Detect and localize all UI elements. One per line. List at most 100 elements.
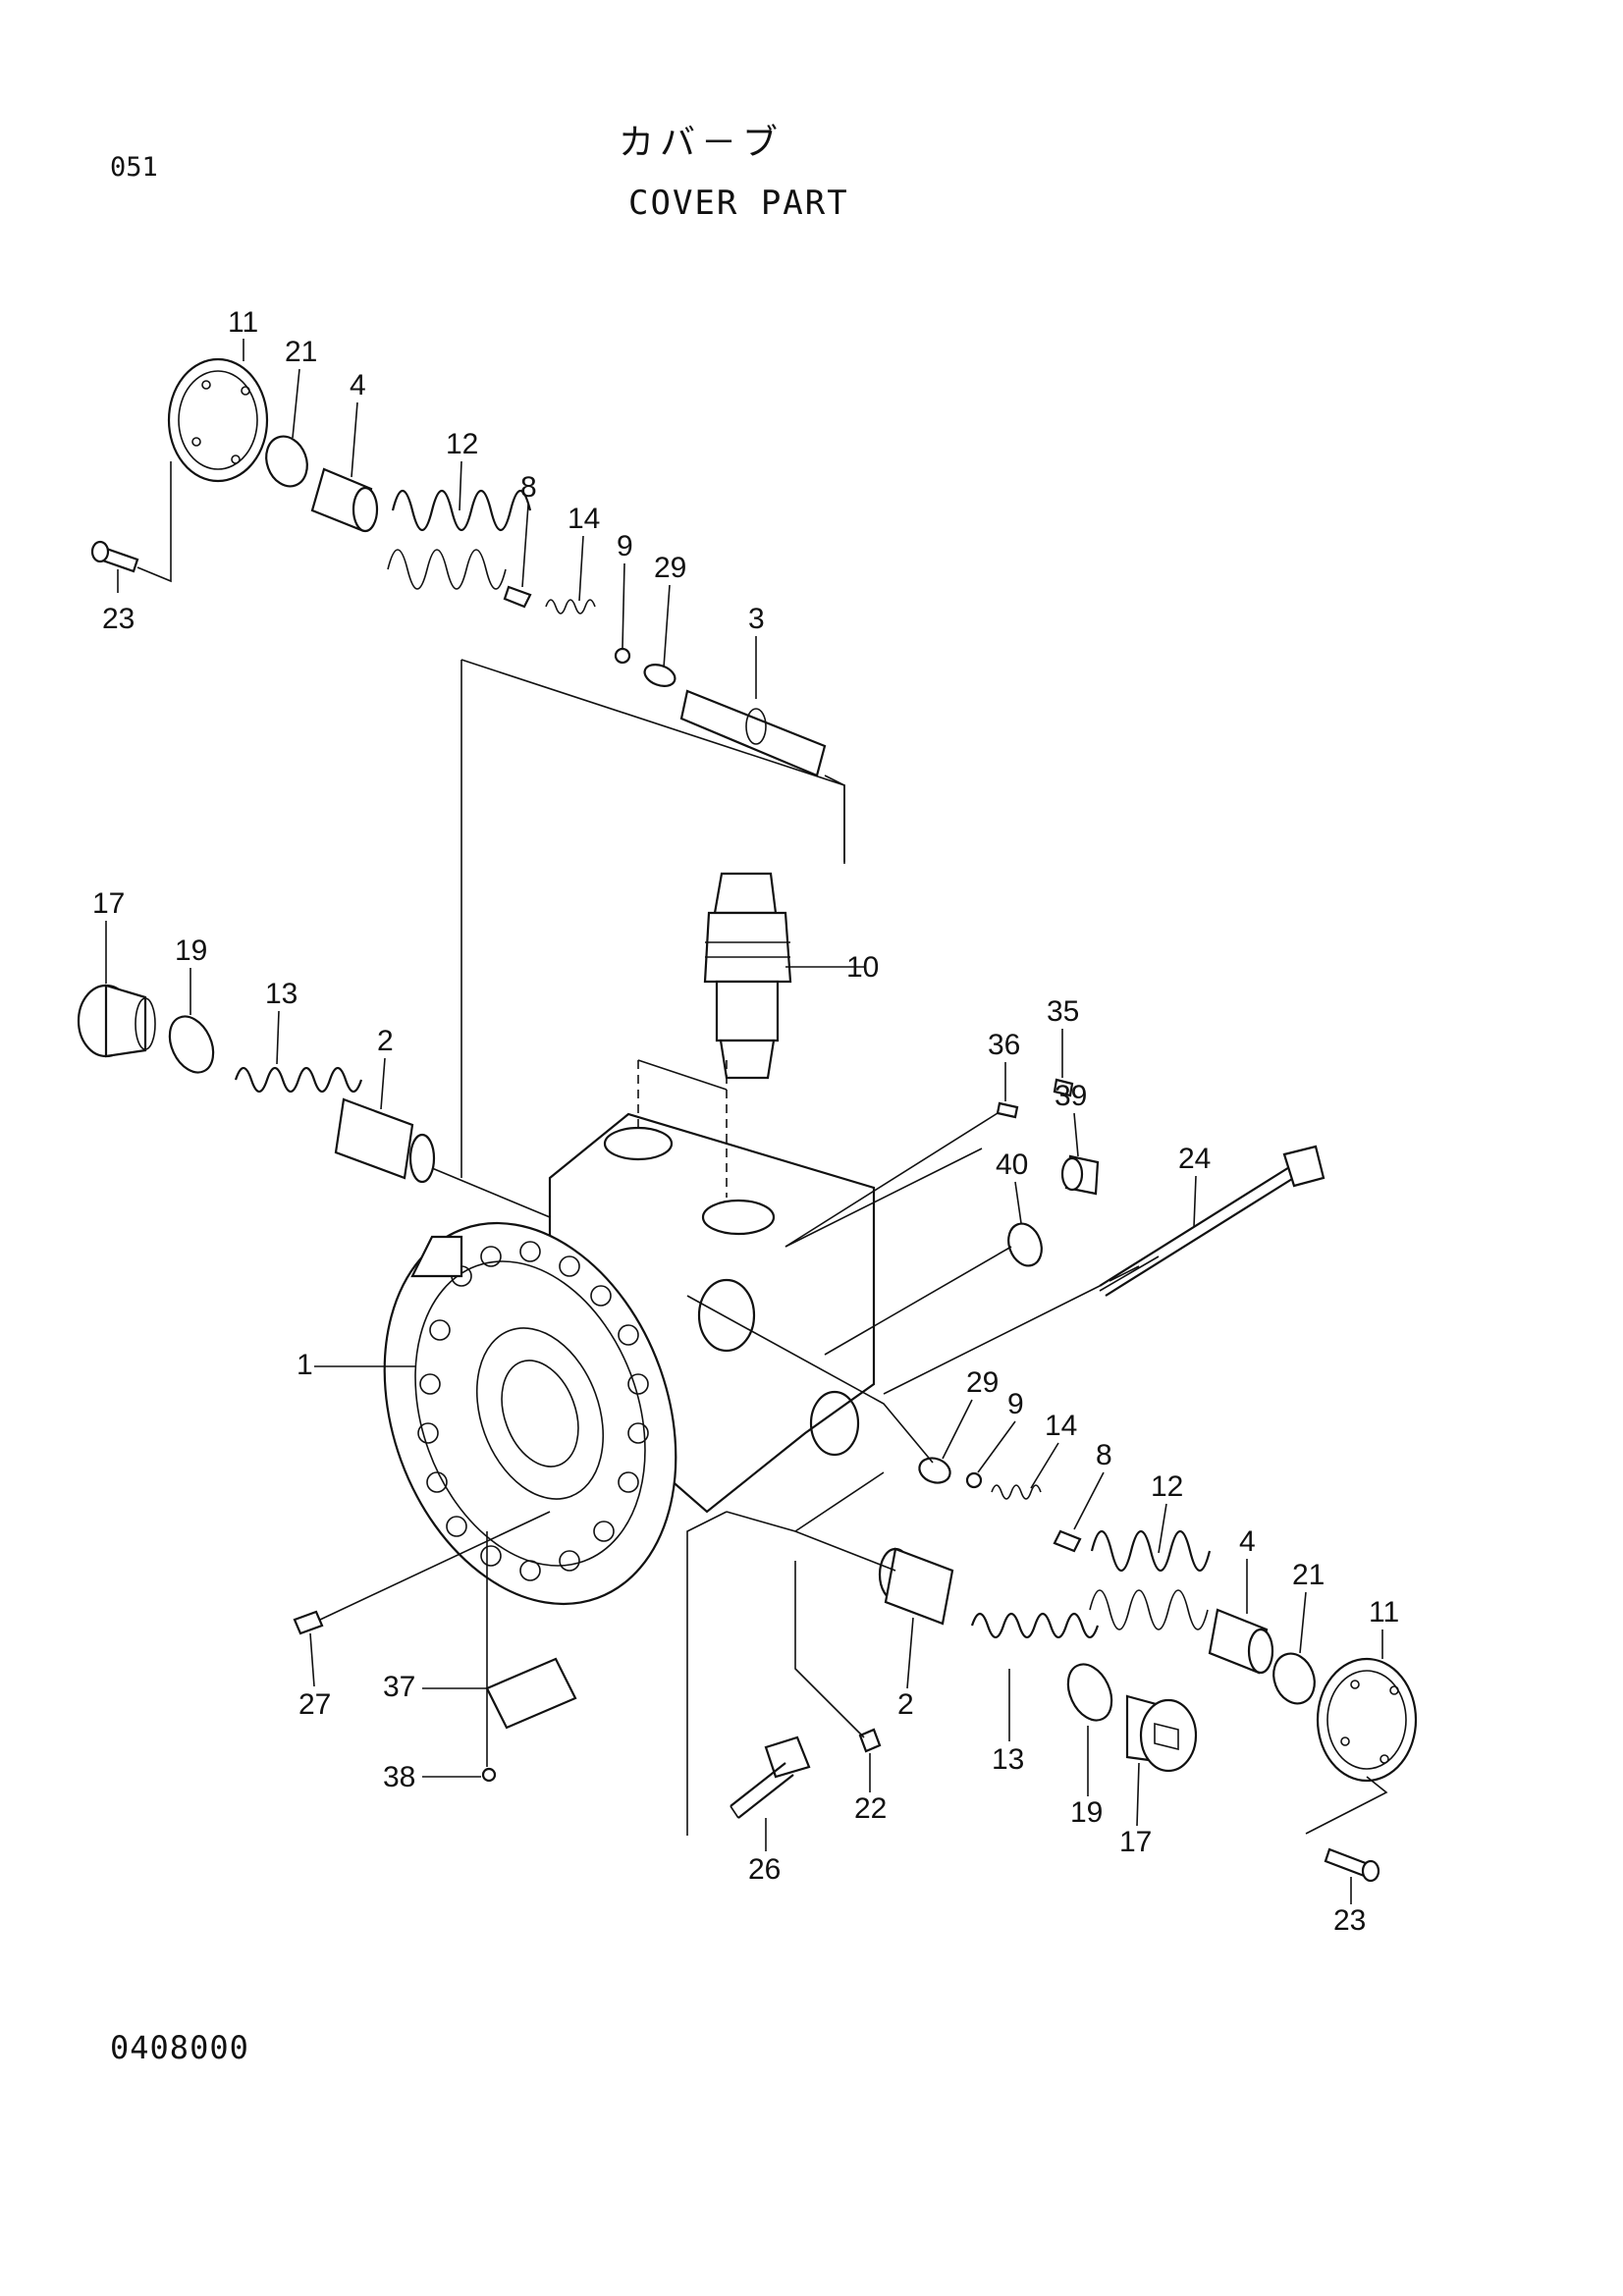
axis-26: [686, 1511, 728, 1836]
document-code: 0408000: [110, 2029, 249, 2066]
callout-23-top: 23: [102, 603, 135, 635]
cover-plate-right: [1316, 1657, 1418, 1783]
callout-19-bottom: 19: [1070, 1796, 1103, 1829]
leader-13-left: [276, 1010, 280, 1065]
o-ring-40: [1007, 1222, 1043, 1267]
callout-1: 1: [297, 1349, 313, 1381]
leader-23-top: [136, 461, 172, 583]
callout-29-top: 29: [654, 552, 686, 584]
callout-21-right: 21: [1292, 1559, 1325, 1591]
callout-8-top: 8: [520, 471, 537, 504]
cover-plate-top: [167, 357, 269, 483]
spring-large-top: [387, 489, 532, 590]
callout-37: 37: [383, 1671, 415, 1703]
callout-14-right: 14: [1045, 1410, 1077, 1442]
callout-12-top: 12: [446, 428, 478, 460]
callout-3: 3: [748, 603, 765, 635]
title-english: COVER PART: [628, 184, 849, 223]
set-screw-35: [1053, 1078, 1074, 1097]
relief-valve: [703, 872, 864, 1080]
title-japanese: カバ－ブ: [619, 123, 784, 163]
callout-17-left: 17: [92, 887, 125, 920]
poppet-right: [1053, 1529, 1082, 1553]
leader-9-top: [622, 562, 625, 649]
leader-8-right: [1073, 1471, 1105, 1530]
plug-bottom: [1125, 1694, 1198, 1773]
leader-8-top: [521, 504, 529, 588]
callout-8-right: 8: [1096, 1439, 1112, 1471]
callout-11-top: 11: [228, 306, 258, 339]
spool-piston-right: [1208, 1608, 1274, 1675]
spool-bottom: [878, 1547, 954, 1626]
leader-3-b: [824, 774, 845, 864]
bolt-bottom-right: [1324, 1847, 1380, 1883]
bolt-top-left: [90, 540, 139, 573]
leader-24: [1193, 1175, 1197, 1228]
leader-12-right: [1158, 1503, 1167, 1554]
callout-13-left: 13: [265, 978, 298, 1010]
axis-27: [319, 1511, 551, 1621]
ball-top: [614, 647, 631, 665]
spring-small-top: [545, 599, 596, 614]
leader-23-bottom: [1305, 1776, 1388, 1835]
callout-11-right: 11: [1369, 1596, 1399, 1629]
callout-40: 40: [996, 1148, 1028, 1181]
leader-21-top: [292, 368, 300, 439]
callout-36: 36: [988, 1029, 1020, 1061]
axis-left: [431, 1167, 551, 1218]
leader-17-bottom: [1136, 1762, 1140, 1827]
axis-40: [824, 1246, 1012, 1356]
leader-2-bottom: [906, 1617, 914, 1689]
axis-22: [794, 1561, 865, 1738]
washer-right: [918, 1457, 951, 1484]
spring-bottom: [970, 1612, 1100, 1639]
leader-27: [309, 1632, 315, 1687]
leader-14-right: [1030, 1442, 1059, 1489]
spool-piston-top: [310, 467, 379, 533]
poppet-top: [503, 585, 532, 609]
leader-9-right: [977, 1420, 1016, 1473]
callout-21-top: 21: [285, 336, 317, 368]
washer-top: [643, 664, 676, 687]
leader-40: [1014, 1181, 1022, 1224]
callout-4-right: 4: [1239, 1525, 1256, 1558]
callout-9-right: 9: [1007, 1388, 1024, 1420]
axis-main-right: [686, 1295, 934, 1464]
o-ring-left: [168, 1015, 215, 1074]
callout-23-bottom: 23: [1333, 1904, 1366, 1937]
spool-left: [334, 1097, 436, 1184]
callout-22: 22: [854, 1792, 887, 1825]
leader-4-top: [351, 401, 358, 478]
axis-36: [784, 1112, 999, 1248]
callout-12-right: 12: [1151, 1470, 1183, 1503]
callout-27: 27: [298, 1688, 331, 1721]
pin-27: [293, 1610, 324, 1635]
callout-2-bottom: 2: [897, 1688, 914, 1721]
set-screw-36: [996, 1101, 1019, 1119]
spring-left: [234, 1066, 363, 1094]
leader-39: [1073, 1112, 1079, 1157]
callout-38: 38: [383, 1761, 415, 1793]
o-ring-bottom: [1066, 1663, 1113, 1722]
callout-24: 24: [1178, 1143, 1211, 1175]
guide-line-valve: [637, 1059, 728, 1091]
leader-29-right: [942, 1399, 973, 1460]
callout-2-left: 2: [377, 1025, 394, 1057]
callout-17-bottom: 17: [1119, 1826, 1152, 1858]
callout-10: 10: [846, 951, 879, 984]
bolt-26: [730, 1735, 811, 1819]
page-code: 051: [110, 152, 158, 183]
callout-35: 35: [1047, 995, 1079, 1028]
valve-body: [383, 1112, 876, 1606]
o-ring-top: [265, 435, 308, 488]
screw-22: [858, 1728, 882, 1753]
leader-2-left: [380, 1057, 386, 1110]
callout-9-top: 9: [617, 530, 633, 562]
callout-13-bottom: 13: [992, 1743, 1024, 1776]
plug-39: [1060, 1154, 1100, 1196]
callout-19-left: 19: [175, 934, 207, 967]
callout-4-top: 4: [350, 369, 366, 401]
axis-lower-right: [794, 1471, 885, 1532]
